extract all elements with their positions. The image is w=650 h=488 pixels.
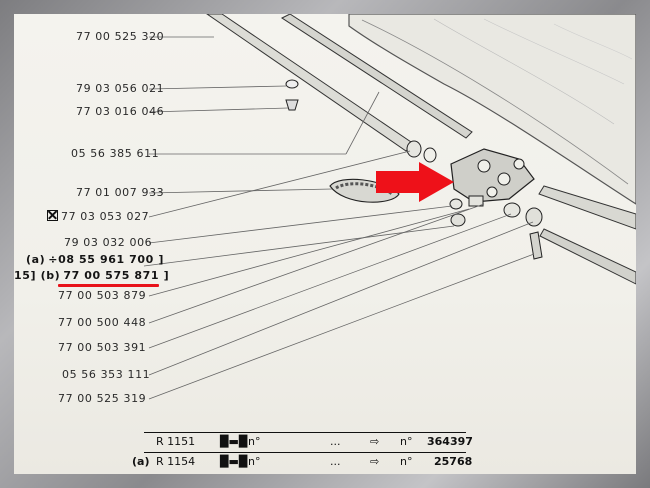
boxed-x-icon [47,210,58,221]
serial-number: 25768 [434,455,473,468]
part-number: 79 03 032 006 [64,236,153,249]
screw-icon [285,99,299,111]
part-number-variant-a: (a)÷08 55 961 700 ] [26,253,164,266]
unit-label: n° [248,455,261,468]
part-number-text: 77 03 053 027 [61,210,150,223]
number-label: n° [400,455,413,468]
washer-icon [285,79,299,89]
parts-catalog-page: 77 00 525 320 79 03 056 021 77 03 016 04… [14,14,636,474]
variant-label: (b) [40,269,61,282]
number-label: n° [400,435,413,448]
wiper-linkage [450,148,535,207]
vehicle-icon: █▬█ [220,435,248,448]
pin-icon [529,231,543,260]
highlight-arrow-icon [376,162,454,202]
part-number: 77 03 016 046 [76,105,165,118]
model-code: R 1151 [156,435,196,448]
part-number: 77 00 500 448 [58,316,147,329]
part-number-boxed: 77 03 053 027 [47,210,149,224]
serial-number: 364397 [427,435,473,448]
model-code: R 1154 [156,455,196,468]
part-number: 05 56 385 611 [71,147,160,160]
part-number: 05 56 353 111 [62,368,151,381]
arrow-right-icon: ⇨ [370,435,380,448]
part-number: 77 00 503 391 [58,341,147,354]
vehicle-icon: █▬█ [220,455,248,468]
part-number-text: 77 00 575 871 [63,269,160,282]
group-label: 15] [14,269,37,282]
part-number-text: 08 55 961 700 [58,253,154,266]
table-row: R 1151 █▬█ n° ... ⇨ n° 364397 [144,432,473,452]
exploded-diagram [143,14,636,400]
row-prefix: (a) [132,455,150,468]
part-number-variant-b: 15] (b)77 00 575 871 ] [14,269,170,282]
highlight-underline [58,284,159,287]
arrow-right-icon: ⇨ [370,455,380,468]
leader-lines [143,36,535,400]
table-row: (a) R 1154 █▬█ n° ... ⇨ n° 25768 [132,452,472,472]
part-number: 77 01 007 933 [76,186,165,199]
part-number: 77 00 503 879 [58,289,147,302]
wiper-arm-right [538,185,636,230]
part-number: 77 00 525 319 [58,392,147,405]
prefix-symbol: ÷ [48,253,59,266]
wiper-blade-left [280,14,473,139]
serial-table: R 1151 █▬█ n° ... ⇨ n° 364397 (a) R 1154… [132,432,473,472]
wiper-blade-right [539,228,636,285]
part-number: 77 00 525 320 [76,30,165,43]
windshield-outline [348,14,636,205]
part-number: 79 03 056 021 [76,82,165,95]
dots: ... [330,455,341,468]
unit-label: n° [248,435,261,448]
variant-label: (a) [26,253,46,266]
dots: ... [330,435,341,448]
